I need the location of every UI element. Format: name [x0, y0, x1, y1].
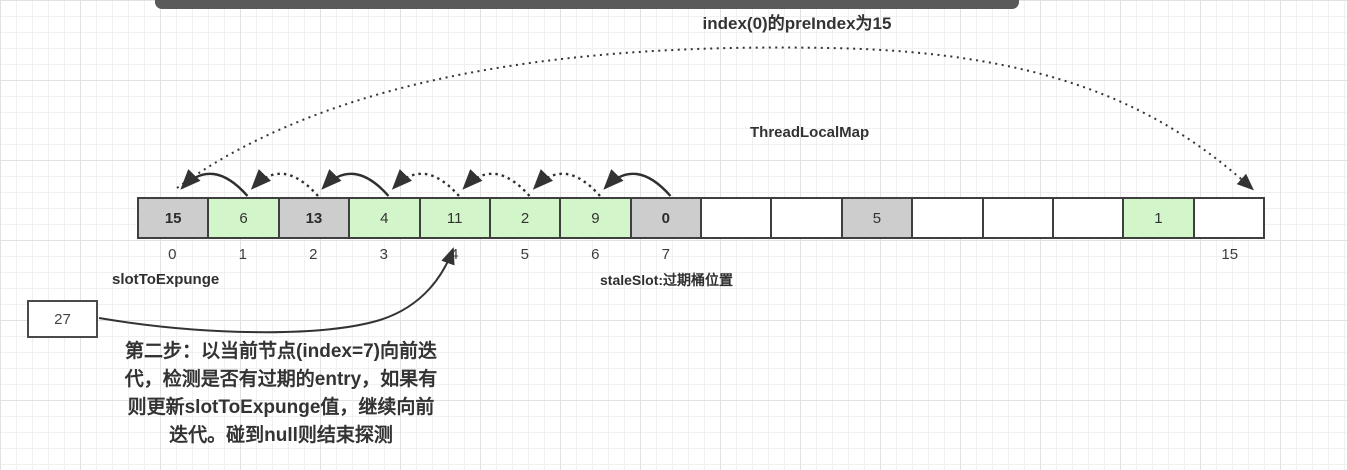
diagram-title: index(0)的preIndex为15	[702, 14, 892, 33]
index-label-0: 0	[168, 246, 177, 263]
back-link-arrow-3-to-2	[321, 169, 390, 197]
array-cell-13	[1053, 199, 1125, 237]
back-link-arrow-2-to-1	[250, 169, 319, 197]
index-label-13	[1054, 246, 1125, 263]
slot-to-expunge-label: slotToExpunge	[112, 271, 220, 288]
array-cell-8	[702, 199, 773, 237]
index-label-6: 6	[591, 246, 600, 263]
index-label-1: 1	[238, 246, 247, 263]
step-note-line: 代，检测是否有过期的entry，如果有	[124, 369, 438, 390]
array-cell-15	[1194, 199, 1263, 237]
back-link-arrow-7-to-6	[603, 169, 672, 197]
index-label-2: 2	[309, 246, 318, 263]
step-note: 第二步：以当前节点(index=7)向前迭 代，检测是否有过期的entry，如果…	[105, 338, 457, 450]
array-cell-12	[983, 199, 1054, 237]
array-cell-6: 9	[561, 199, 632, 237]
toolbar-bottom-edge	[155, 0, 1019, 9]
array-cell-4: 11	[420, 199, 491, 237]
pre-index-arrow-0-to-15	[176, 46, 1254, 191]
index-label-row: 0 1 2 3 4 5 6 7 15	[137, 246, 1265, 263]
step-note-line: 则更新slotToExpunge值，继续向前	[127, 397, 435, 418]
step-note-line: 第二步：以当前节点(index=7)向前迭	[125, 341, 437, 362]
back-link-arrow-6-to-5	[532, 169, 601, 197]
value-box-27: 27	[27, 300, 98, 338]
stale-slot-label: staleSlot:过期桶位置	[600, 272, 734, 288]
array-cell-7: 0	[631, 199, 702, 237]
index-label-8	[701, 246, 772, 263]
array-cell-2: 13	[279, 199, 351, 237]
back-link-arrow-4-to-3	[391, 169, 460, 197]
index-label-4: 4	[450, 246, 459, 263]
array-cell-5: 2	[490, 199, 562, 237]
array-cell-9	[772, 199, 843, 237]
index-label-15: 15	[1221, 246, 1239, 263]
index-label-12	[983, 246, 1054, 263]
array-cell-3: 4	[350, 199, 421, 237]
index-label-9	[772, 246, 843, 263]
back-link-arrow-1-to-0	[180, 169, 249, 197]
index-label-5: 5	[520, 246, 529, 263]
index-label-11	[913, 246, 984, 263]
index-label-7: 7	[661, 246, 670, 263]
step-note-line: 迭代。碰到null则结束探测	[169, 425, 393, 446]
back-link-arrow-5-to-4	[462, 169, 531, 197]
array-cell-11	[913, 199, 984, 237]
threadlocalmap-label: ThreadLocalMap	[750, 124, 870, 141]
array-cell-10: 5	[842, 199, 914, 237]
array-cell-1: 6	[209, 199, 280, 237]
array-cell-14: 1	[1124, 199, 1195, 237]
index-label-3: 3	[379, 246, 388, 263]
value-box-27-text: 27	[54, 310, 71, 328]
index-label-14	[1124, 246, 1195, 263]
array-cell-0: 15	[139, 199, 210, 237]
index-label-10	[842, 246, 913, 263]
